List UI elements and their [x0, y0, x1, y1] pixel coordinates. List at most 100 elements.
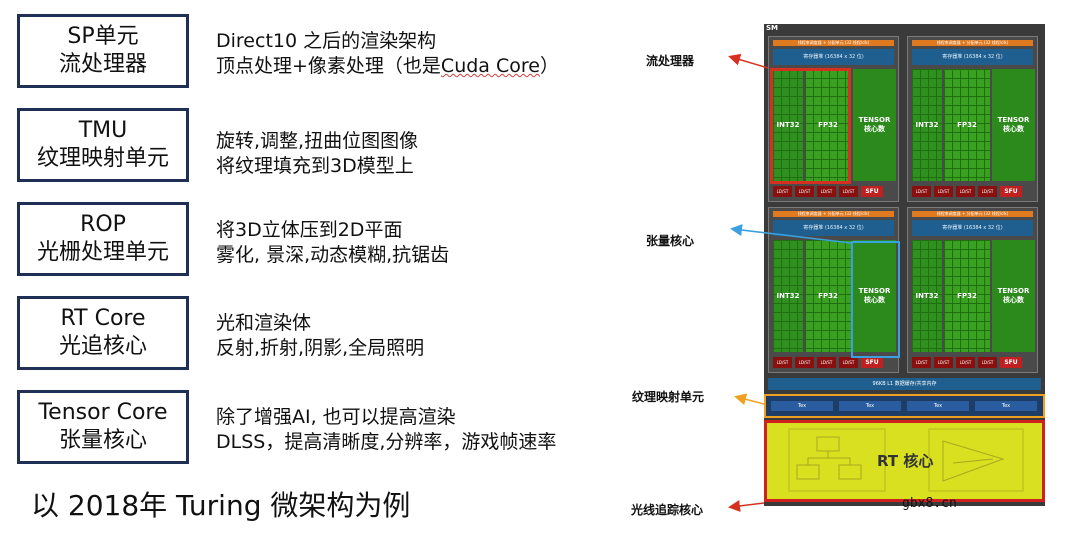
tensor-label-line2: 核心数: [864, 296, 885, 304]
sp-unit-title: SP单元: [67, 24, 139, 49]
int32-unit: INT32: [912, 69, 942, 181]
bvh-node: [816, 436, 840, 452]
bvh-node: [838, 464, 862, 480]
rt-core-box: RT Core 光追核心: [17, 296, 189, 370]
ldst-unit: LD/ST: [978, 357, 997, 368]
rt-core-decoration: [788, 428, 1024, 492]
warp-scheduler: 线程束调度器 + 分配单元 (32 线程/clk): [773, 40, 894, 46]
fp32-unit: FP32: [944, 69, 990, 181]
footer-caption: 以 2018年 Turing 微架构为例: [31, 489, 411, 522]
tensor-label-line1: TENSOR: [997, 116, 1030, 124]
warp-scheduler: 线程束调度器 + 分配单元 (32 线程/clk): [912, 211, 1033, 217]
tmu-description: 旋转,调整,扭曲位图图像 将纹理填充到3D模型上: [216, 129, 418, 179]
tex-unit: Tex: [771, 401, 833, 411]
tensor-label-line1: TENSOR: [858, 116, 891, 124]
ldst-row: LD/ST LD/ST LD/ST LD/ST SFU: [912, 357, 1022, 368]
ldst-unit: LD/ST: [839, 186, 858, 197]
ldst-unit: LD/ST: [956, 186, 975, 197]
ldst-unit: LD/ST: [795, 357, 814, 368]
sfu-unit: SFU: [1000, 186, 1022, 197]
arrow-stream-processor: [728, 53, 769, 69]
rt-core-block: RT 核心: [764, 420, 1045, 502]
sp-desc-line1: Direct10 之后的渲染架构: [216, 30, 437, 52]
bvh-node: [796, 464, 820, 480]
sp-desc-line2: 顶点处理+像素处理（也是Cuda Core）: [216, 54, 559, 79]
int32-label: INT32: [776, 291, 800, 300]
fp32-label: FP32: [818, 120, 838, 129]
rop-desc-line2: 雾化, 景深,动态模糊,抗锯齿: [216, 244, 450, 266]
tensor-description: 除了增强AI, 也可以提高渲染 DLSS，提高清晰度,分辨率，游戏帧速率: [216, 405, 556, 455]
triangle-shape: [942, 440, 1005, 482]
tensor-desc-line2: DLSS，提高清晰度,分辨率，游戏帧速率: [216, 431, 557, 453]
register-file: 寄存器堆 (16384 x 32 位): [773, 220, 894, 236]
tex-unit: Tex: [907, 401, 969, 411]
ldst-row: LD/ST LD/ST LD/ST LD/ST SFU: [773, 186, 883, 197]
tmu-box: TMU 纹理映射单元: [17, 108, 189, 182]
sp-desc-line2-end: ）: [539, 55, 559, 77]
arrow-raytrace-core: [728, 499, 765, 512]
fp32-unit: FP32: [944, 240, 990, 352]
annotation-stream-processor: 流处理器: [646, 54, 695, 68]
fp32-label: FP32: [957, 291, 977, 300]
tensor-label-line1: TENSOR: [858, 287, 891, 295]
tensor-core-subtitle: 张量核心: [58, 428, 147, 453]
tex-unit: Tex: [839, 401, 901, 411]
fp32-unit: FP32: [805, 240, 851, 352]
texture-unit-bar: Tex Tex Tex Tex: [764, 394, 1045, 418]
cuda-core-text: Cuda Core: [440, 55, 540, 77]
tensor-label-line2: 核心数: [1003, 125, 1024, 133]
int32-unit: INT32: [773, 240, 803, 352]
rop-box: ROP 光栅处理单元: [17, 202, 189, 276]
ldst-unit: LD/ST: [934, 357, 953, 368]
ldst-unit: LD/ST: [773, 186, 792, 197]
ldst-unit: LD/ST: [956, 357, 975, 368]
fp32-label: FP32: [818, 291, 838, 300]
ldst-row: LD/ST LD/ST LD/ST LD/ST SFU: [773, 357, 883, 368]
l1-cache: 96KB L1 数据缓存/共享内存: [768, 378, 1041, 390]
ray-line: [952, 458, 994, 464]
rt-core-subtitle: 光追核心: [58, 334, 147, 359]
sfu-unit: SFU: [861, 357, 883, 368]
register-file: 寄存器堆 (16384 x 32 位): [912, 220, 1033, 236]
annotation-raytrace-core: 光线追踪核心: [631, 503, 704, 517]
sm-block: SM 线程束调度器 + 分配单元 (32 线程/clk) 寄存器堆 (16384…: [764, 24, 1045, 506]
tensor-core-title: Tensor Core: [38, 400, 168, 425]
ldst-unit: LD/ST: [795, 186, 814, 197]
fp32-label: FP32: [957, 120, 977, 129]
ldst-unit: LD/ST: [912, 357, 931, 368]
ldst-unit: LD/ST: [978, 186, 997, 197]
rt-core-title: RT Core: [60, 306, 146, 331]
rop-description: 将3D立体压到2D平面 雾化, 景深,动态模糊,抗锯齿: [216, 218, 449, 268]
ldst-unit: LD/ST: [817, 186, 836, 197]
tmu-desc-line2: 将纹理填充到3D模型上: [216, 155, 414, 177]
bvh-box: [788, 428, 886, 492]
quad-top-right: 线程束调度器 + 分配单元 (32 线程/clk) 寄存器堆 (16384 x …: [907, 36, 1038, 202]
sp-desc-line2-text: 顶点处理+像素处理（也是: [216, 55, 441, 77]
tensor-label-line2: 核心数: [864, 125, 885, 133]
int32-label: INT32: [915, 120, 939, 129]
rt-desc-line2: 反射,折射,阴影,全局照明: [216, 337, 425, 359]
tmu-desc-line1: 旋转,调整,扭曲位图图像: [216, 130, 419, 152]
rt-core-label: RT 核心: [877, 452, 934, 470]
rop-subtitle: 光栅处理单元: [36, 240, 169, 265]
tensor-desc-line1: 除了增强AI, 也可以提高渲染: [216, 406, 456, 428]
tensor-label-line1: TENSOR: [997, 287, 1030, 295]
int32-label: INT32: [776, 120, 800, 129]
sp-unit-subtitle: 流处理器: [58, 52, 147, 77]
register-file: 寄存器堆 (16384 x 32 位): [912, 49, 1033, 65]
warp-scheduler: 线程束调度器 + 分配单元 (32 线程/clk): [773, 211, 894, 217]
warp-scheduler: 线程束调度器 + 分配单元 (32 线程/clk): [912, 40, 1033, 46]
sm-label: SM: [766, 24, 779, 32]
ldst-unit: LD/ST: [912, 186, 931, 197]
int32-unit: INT32: [912, 240, 942, 352]
fp32-unit: FP32: [805, 69, 851, 181]
rop-desc-line1: 将3D立体压到2D平面: [216, 219, 403, 241]
tensor-core-highlight: [851, 241, 900, 358]
sp-unit-box: SP单元 流处理器: [17, 14, 189, 88]
